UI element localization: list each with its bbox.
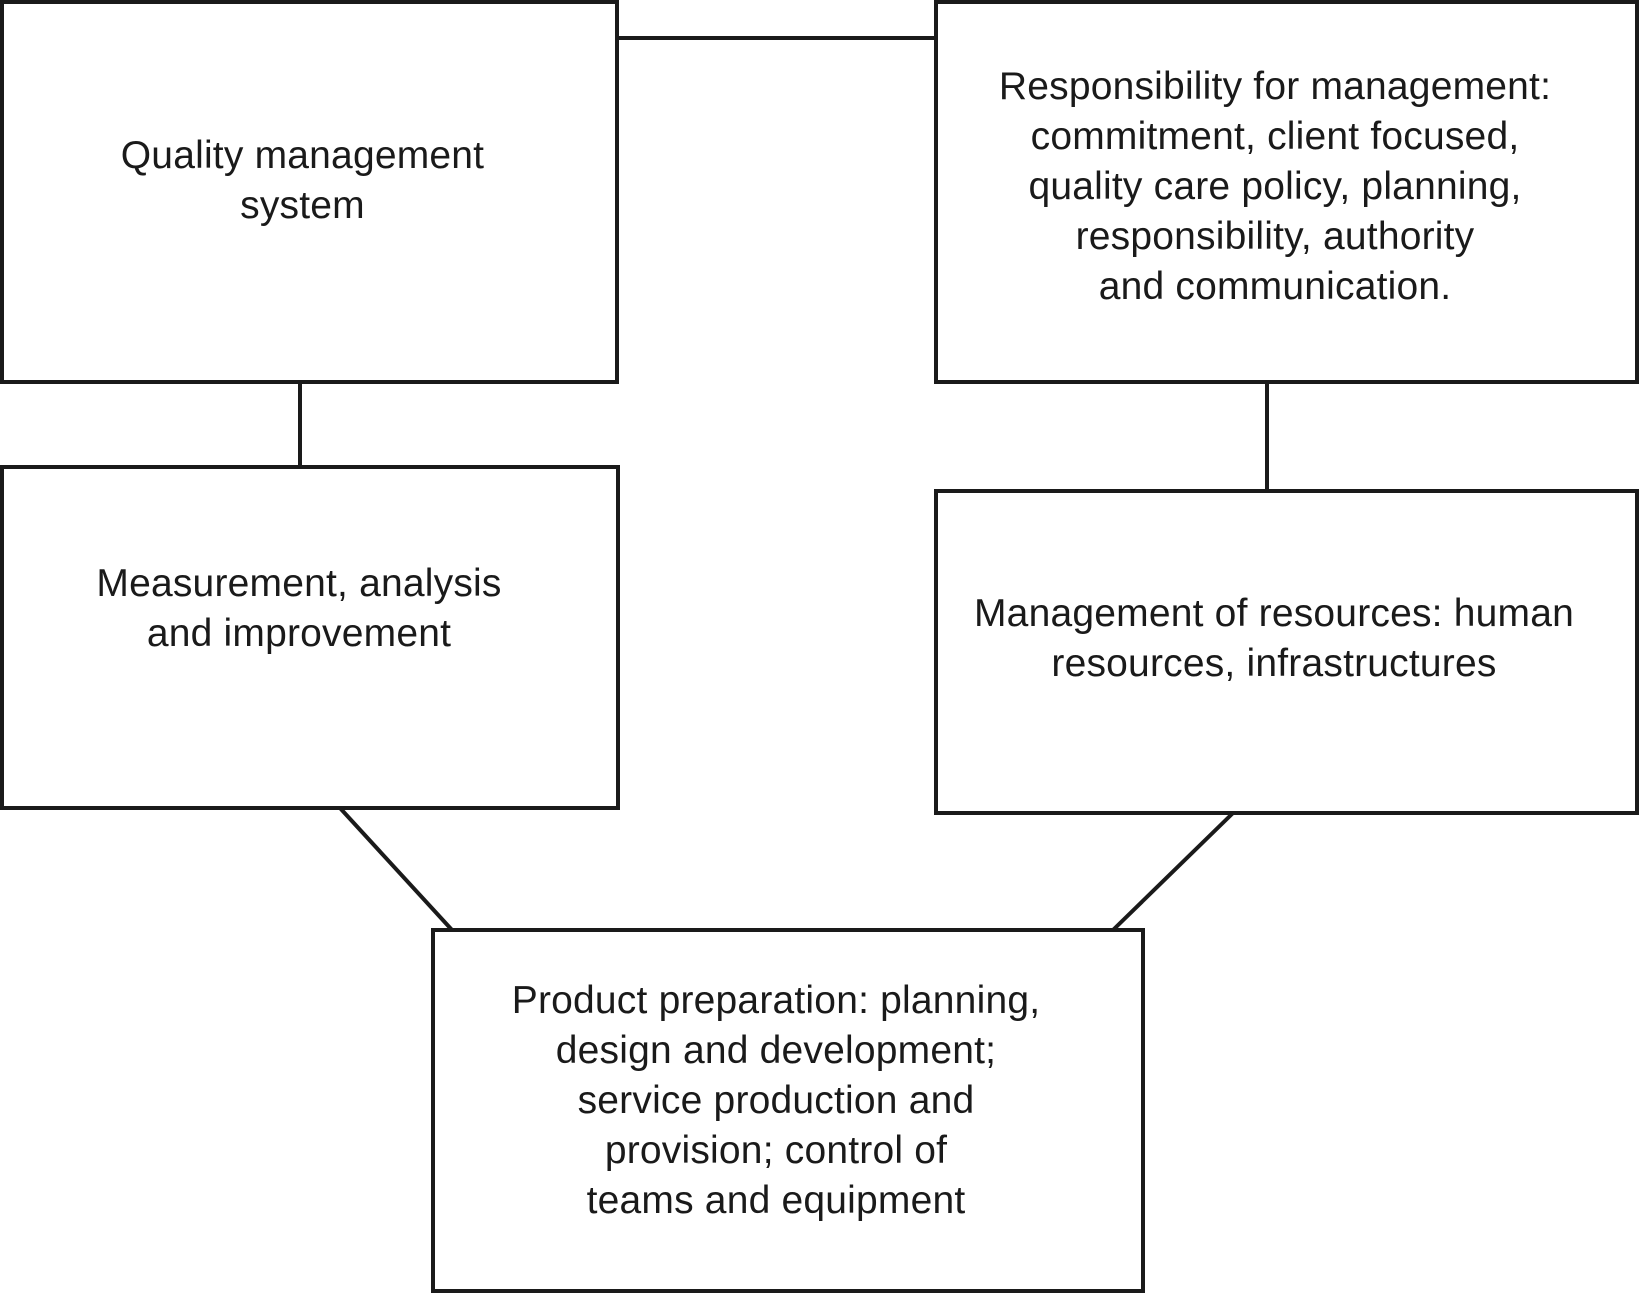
text-line: Responsibility for management: (998, 65, 1552, 108)
text-line: teams and equipment (586, 1178, 966, 1222)
responsibility-for-management-text: Responsibility for management: commitmen… (999, 62, 1551, 312)
product-preparation-text: Product preparation: planning, design an… (512, 976, 1041, 1226)
text-line: system (240, 184, 365, 227)
management-of-resources-box: Management of resources: human resources… (934, 489, 1639, 815)
text-line: Product preparation: planning, (511, 978, 1041, 1022)
text-line: Quality management (120, 134, 485, 177)
measurement-analysis-improvement-box: Measurement, analysis and improvement (0, 465, 620, 810)
measurement-analysis-improvement-text: Measurement, analysis and improvement (96, 559, 501, 659)
quality-management-system-box: Quality management system (0, 0, 619, 384)
text-line: and improvement (146, 611, 452, 655)
text-line: Measurement, analysis (96, 561, 502, 605)
connector-resources-to-product (1111, 811, 1235, 932)
quality-management-system-text: Quality management system (121, 131, 484, 231)
text-line: commitment, client focused, (1030, 115, 1520, 158)
text-line: service production and (577, 1078, 975, 1122)
text-line: quality care policy, planning, (1028, 165, 1522, 208)
product-preparation-box: Product preparation: planning, design an… (431, 928, 1145, 1293)
text-line: design and development; (555, 1028, 997, 1072)
text-line: and communication. (1098, 265, 1452, 308)
connector-measurement-to-product (338, 806, 454, 932)
management-of-resources-text: Management of resources: human resources… (974, 589, 1574, 689)
text-line: provision; control of (604, 1128, 948, 1172)
text-line: resources, infrastructures (1051, 642, 1497, 685)
responsibility-for-management-box: Responsibility for management: commitmen… (934, 0, 1639, 384)
text-line: responsibility, authority (1075, 215, 1475, 258)
text-line: Management of resources: human (974, 592, 1574, 635)
